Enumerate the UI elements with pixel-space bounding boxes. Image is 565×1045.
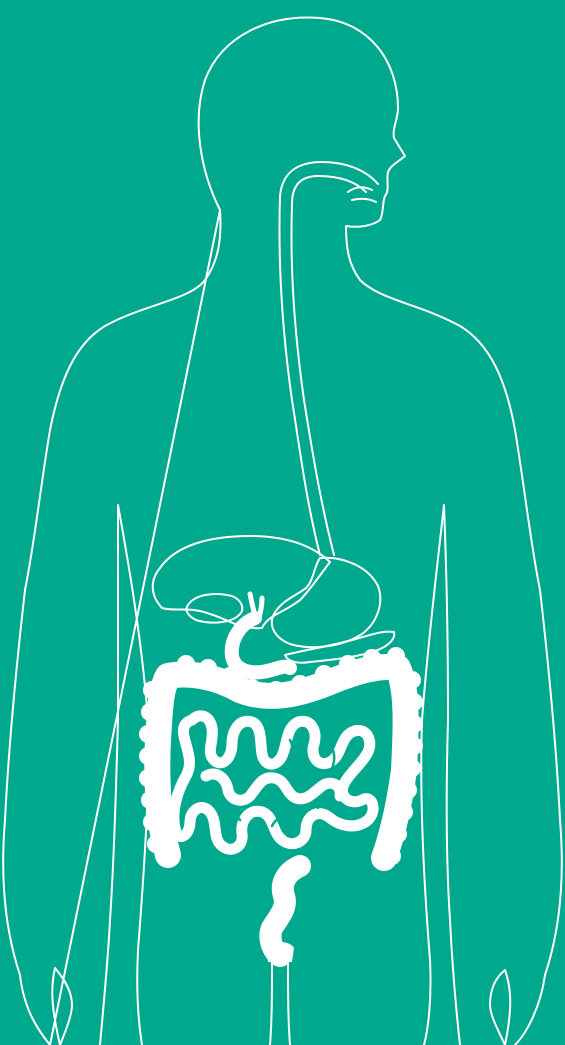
liver-icon xyxy=(153,536,330,628)
small-intestine-icon xyxy=(174,716,373,849)
esophagus-icon xyxy=(280,162,379,555)
stomach-icon xyxy=(272,558,380,647)
gallbladder-icon xyxy=(186,594,242,623)
duodenum-icon xyxy=(232,618,290,672)
anus-icon xyxy=(266,942,294,962)
rectum-icon xyxy=(270,866,300,956)
